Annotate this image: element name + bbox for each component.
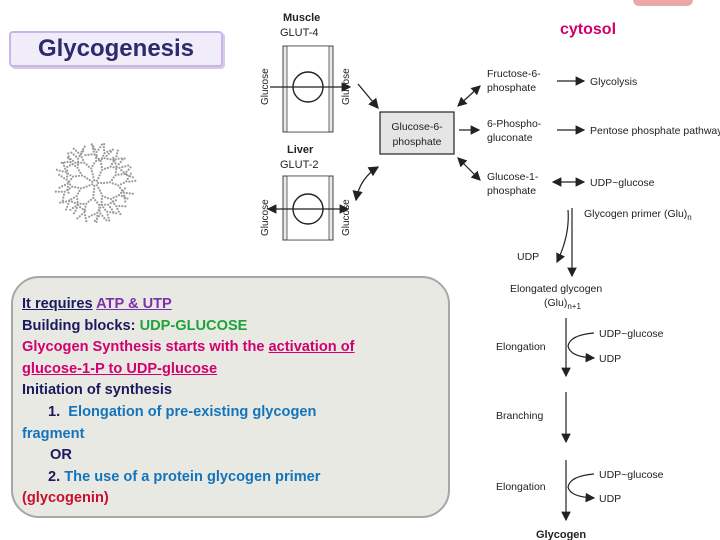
glycogenin-line: (glycogenin) <box>22 488 436 510</box>
item1-text-b: fragment <box>22 425 85 442</box>
requires-label: It requires <box>22 296 93 312</box>
item2-text: The use of a protein glycogen primer <box>64 468 321 485</box>
g6p-label-2: phosphate <box>392 136 441 148</box>
activation-line: glucose-1-P to UDP-glucose <box>22 359 436 381</box>
liver-g6p-arrow <box>352 166 380 202</box>
item1-line: 1. Elongation of pre-existing glycogen <box>22 402 436 424</box>
f6p-label-2: phosphate <box>487 82 536 94</box>
synthesis-text: Glycogen Synthesis starts with the <box>22 339 265 356</box>
liver-glucose-outside: Glucose <box>260 199 271 236</box>
activation-part2: glucose-1-P to UDP-glucose <box>22 360 218 377</box>
muscle-glucose-outside: Glucose <box>260 68 271 105</box>
corner-decoration <box>633 0 693 6</box>
elongation1-curve-arrow <box>567 332 596 363</box>
or-text: OR <box>50 447 72 464</box>
g6p-box <box>379 111 455 155</box>
primer-label: Glycogen primer (Glu)n <box>584 208 692 222</box>
glut2-label: GLUT-2 <box>280 159 319 171</box>
notes-panel: It requires ATP & UTP Building blocks: U… <box>11 276 450 518</box>
muscle-membrane <box>270 45 352 133</box>
f6p-label-1: Fructose-6- <box>487 68 541 80</box>
elongation2-curve-arrow <box>567 473 596 503</box>
elongated-label-1: Elongated glycogen <box>510 283 602 295</box>
initiation-line: Initiation of synthesis <box>22 380 436 402</box>
glycogenin-text: (glycogenin) <box>22 490 109 507</box>
requires-line: It requires ATP & UTP <box>22 294 436 316</box>
g6p-f6p-arrow <box>457 85 481 107</box>
glycogen-molecule-illustration <box>54 143 137 223</box>
building-value: UDP-GLUCOSE <box>139 317 248 334</box>
liver-label: Liver <box>287 144 314 156</box>
muscle-glucose-inside: Glucose <box>341 68 352 105</box>
building-line: Building blocks: UDP-GLUCOSE <box>22 316 436 338</box>
muscle-label: Muscle <box>283 12 320 24</box>
udp-label-1: UDP <box>517 251 539 263</box>
cytosol-label: cytosol <box>560 21 617 38</box>
g1p-label-1: Glucose-1- <box>487 171 539 183</box>
muscle-to-g6p-arrow <box>357 83 379 109</box>
g6p-g1p-arrow <box>457 157 481 181</box>
activation-part1: activation of <box>268 339 355 356</box>
udp-glucose-label-3: UDP~glucose <box>599 469 664 481</box>
pg-label-1: 6-Phospho- <box>487 118 542 130</box>
udp-glucose-label-top: UDP~glucose <box>590 177 655 189</box>
liver-glucose-inside: Glucose <box>341 199 352 236</box>
udp-glucose-label-2: UDP~glucose <box>599 328 664 340</box>
pentose-label: Pentose phosphate pathway <box>590 125 720 137</box>
building-label: Building blocks: <box>22 317 136 334</box>
glycogen-label: Glycogen <box>536 529 586 540</box>
title-box: Glycogenesis <box>9 31 223 67</box>
requires-value: ATP & UTP <box>96 296 172 312</box>
g6p-label-1: Glucose-6- <box>391 121 443 133</box>
liver-membrane <box>266 175 350 241</box>
primer-curve-arrow <box>556 209 569 264</box>
glycolysis-label: Glycolysis <box>590 76 637 88</box>
glut4-label: GLUT-4 <box>280 27 319 39</box>
item2-number: 2. <box>48 468 61 485</box>
item1-line-b: fragment <box>22 424 436 446</box>
g1p-label-2: phosphate <box>487 185 536 197</box>
page-title: Glycogenesis <box>37 35 195 62</box>
item1-text-a: Elongation of pre-existing glycogen <box>68 403 317 420</box>
elongation1-label: Elongation <box>496 341 546 353</box>
or-line: OR <box>22 445 436 467</box>
elongation2-label: Elongation <box>496 481 546 493</box>
initiation-text: Initiation of synthesis <box>22 382 173 399</box>
item2-line: 2. The use of a protein glycogen primer <box>22 467 436 489</box>
udp-label-2: UDP <box>599 353 621 365</box>
udp-label-3: UDP <box>599 493 621 505</box>
synthesis-line: Glycogen Synthesis starts with the activ… <box>22 337 436 359</box>
pg-label-2: gluconate <box>487 132 533 144</box>
branching-label: Branching <box>496 410 543 422</box>
elongated-label-2: (Glu)n+1 <box>544 297 581 311</box>
item1-number: 1. <box>48 403 61 420</box>
